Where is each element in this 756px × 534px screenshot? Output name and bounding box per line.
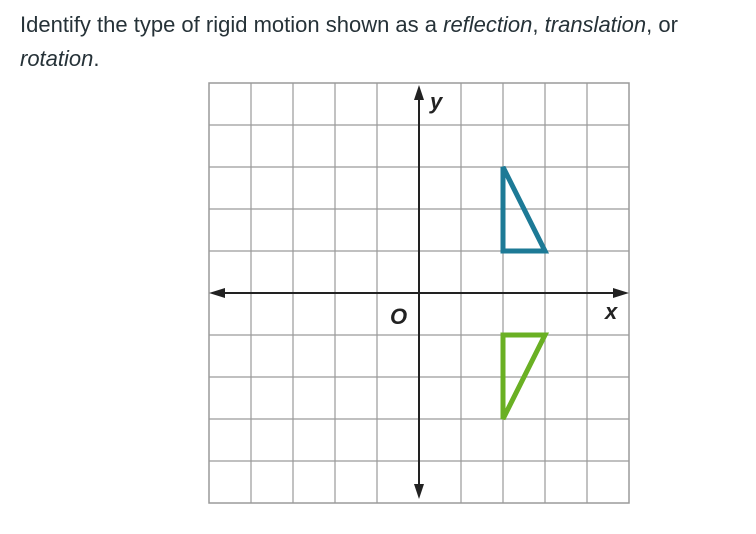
word-rotation: rotation bbox=[20, 46, 94, 71]
y-axis-label: y bbox=[429, 89, 444, 114]
word-translation: translation bbox=[544, 12, 647, 37]
axes bbox=[209, 85, 629, 499]
question-part-3: , or bbox=[646, 12, 678, 37]
blue-triangle bbox=[500, 165, 550, 254]
x-axis-right-arrow bbox=[613, 288, 629, 298]
question-part-4: . bbox=[93, 46, 100, 71]
y-axis-down-arrow bbox=[414, 484, 424, 499]
question-part-1: Identify the type of rigid motion shown … bbox=[20, 12, 444, 37]
triangles bbox=[500, 165, 550, 421]
green-triangle bbox=[500, 332, 550, 421]
word-reflection: reflection bbox=[443, 12, 533, 37]
x-axis-left-arrow bbox=[209, 288, 225, 298]
origin-label: O bbox=[390, 304, 407, 329]
x-axis-label: x bbox=[604, 299, 618, 324]
y-axis-up-arrow bbox=[414, 85, 424, 100]
question-part-2: , bbox=[532, 12, 545, 37]
question-text: Identify the type of rigid motion shown … bbox=[20, 8, 750, 76]
